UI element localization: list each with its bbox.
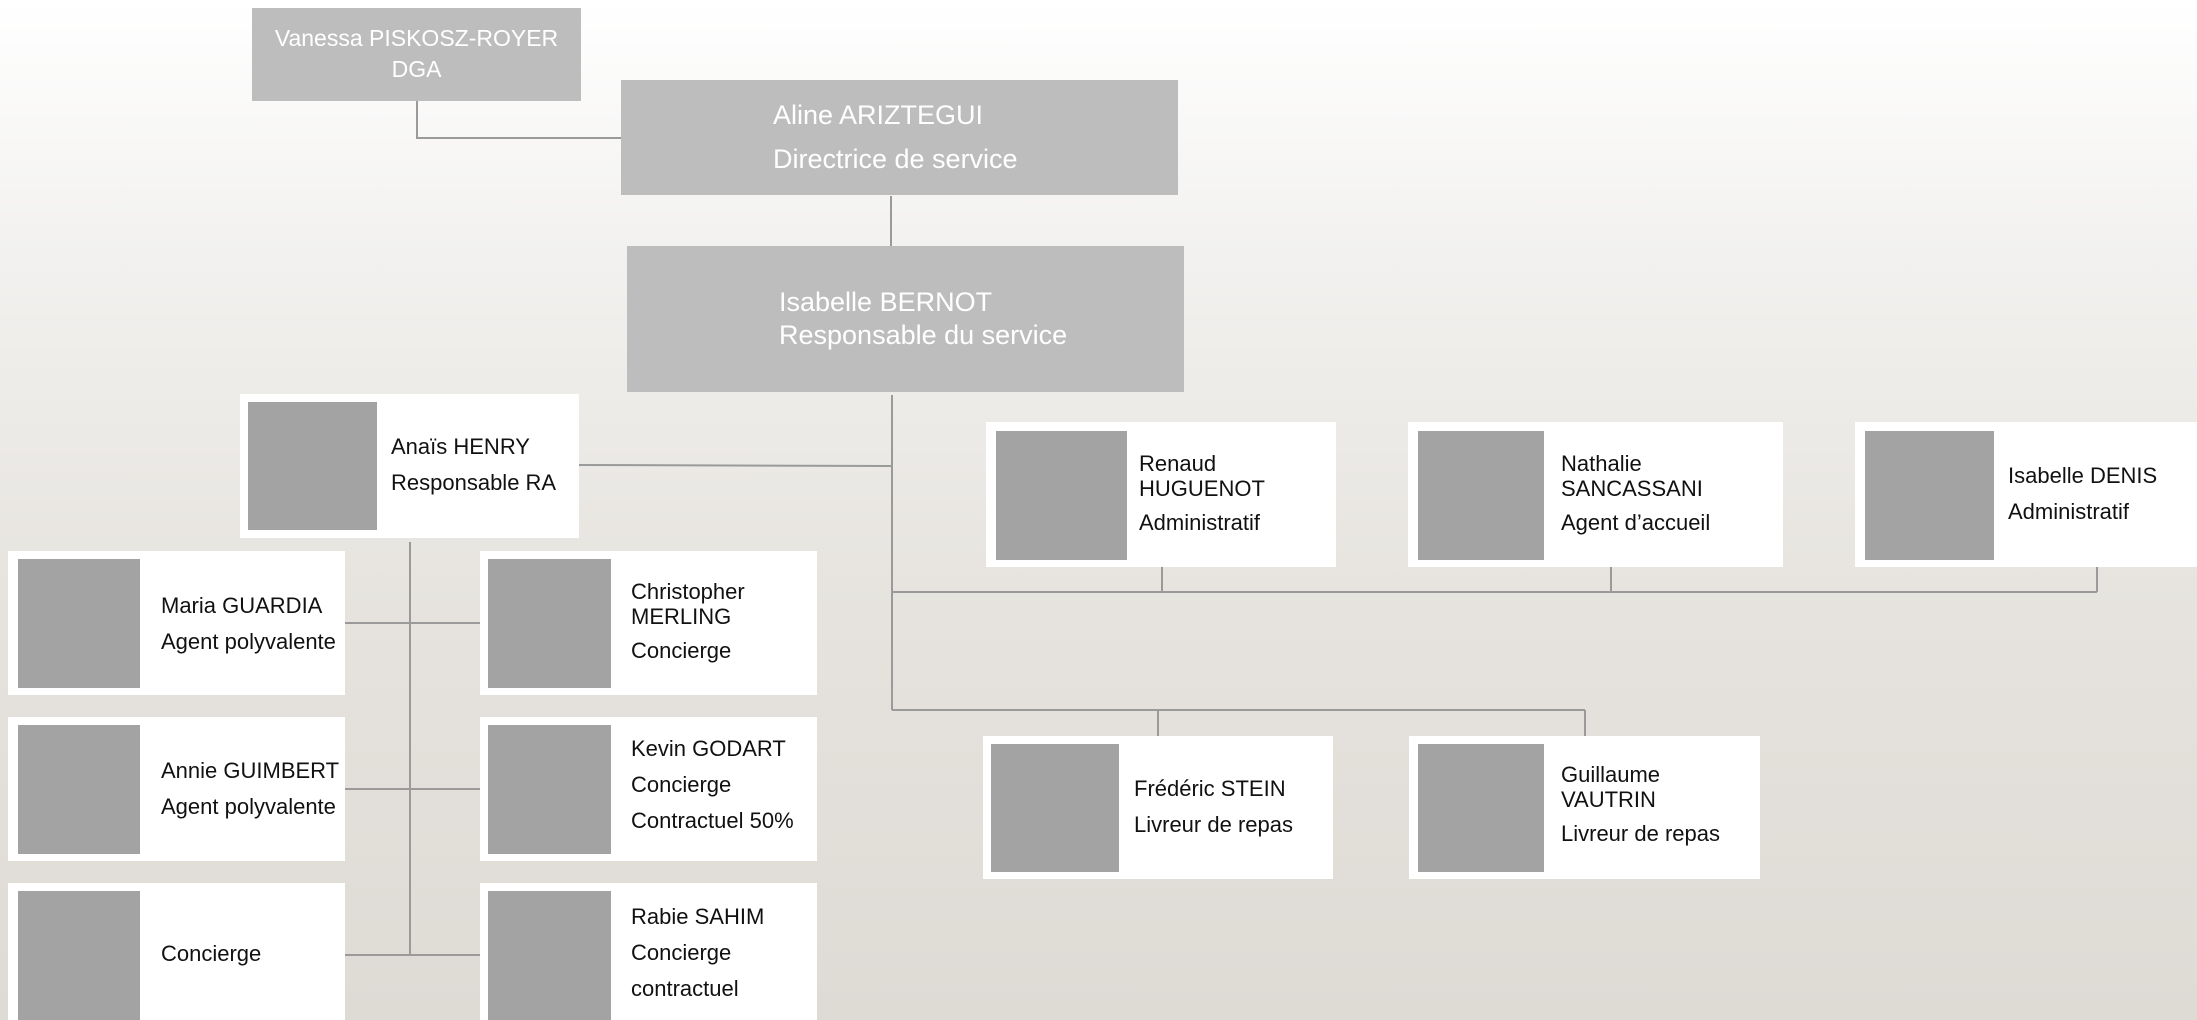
photo-placeholder bbox=[488, 891, 611, 1020]
person-card-frederic-stein: Frédéric STEIN Livreur de repas bbox=[983, 736, 1333, 879]
person-role: Concierge bbox=[631, 638, 732, 663]
person-role: Livreur de repas bbox=[1561, 821, 1720, 846]
person-name-first: Renaud bbox=[1139, 451, 1217, 476]
director-box: Aline ARIZTEGUI Directrice de service bbox=[621, 80, 1178, 195]
person-contract: Contractuel 50% bbox=[631, 808, 794, 833]
person-card-kevin-godart: Kevin GODART Concierge Contractuel 50% bbox=[480, 717, 817, 861]
photo-placeholder bbox=[248, 402, 377, 530]
person-name-first: Christopher bbox=[631, 579, 745, 604]
person-name: Annie GUIMBERT bbox=[161, 758, 340, 783]
person-card-isabelle-denis: Isabelle DENIS Administratif bbox=[1855, 422, 2197, 567]
service-head-title: Responsable du service bbox=[779, 320, 1068, 350]
person-role: Agent d’accueil bbox=[1561, 510, 1711, 535]
dga-title: DGA bbox=[391, 56, 442, 82]
person-card-rabie-sahim: Rabie SAHIM Concierge contractuel bbox=[480, 883, 817, 1020]
director-title: Directrice de service bbox=[773, 144, 1018, 174]
person-name-first: Nathalie bbox=[1561, 451, 1642, 476]
photo-placeholder bbox=[18, 891, 140, 1020]
photo-placeholder bbox=[1418, 744, 1544, 872]
photo-placeholder bbox=[1418, 431, 1544, 560]
photo-placeholder bbox=[18, 559, 140, 688]
person-role: Administratif bbox=[2008, 499, 2130, 524]
director-name: Aline ARIZTEGUI bbox=[773, 100, 984, 130]
person-card-maria-guardia: Maria GUARDIA Agent polyvalente bbox=[8, 551, 345, 695]
photo-placeholder bbox=[18, 725, 140, 854]
service-head-name: Isabelle BERNOT bbox=[779, 287, 993, 317]
person-name: Frédéric STEIN bbox=[1134, 776, 1286, 801]
photo-placeholder bbox=[991, 744, 1119, 872]
person-role: Concierge bbox=[631, 940, 732, 965]
person-role: Agent polyvalente bbox=[161, 794, 336, 819]
person-name-first: Guillaume bbox=[1561, 762, 1661, 787]
person-card-renaud-huguenot: Renaud HUGUENOT Administratif bbox=[986, 422, 1336, 567]
person-contract: contractuel bbox=[631, 976, 739, 1001]
dga-box: Vanessa PISKOSZ-ROYER DGA bbox=[252, 8, 581, 101]
dga-name: Vanessa PISKOSZ-ROYER bbox=[274, 25, 559, 51]
service-head-box: Isabelle BERNOT Responsable du service bbox=[627, 246, 1184, 392]
person-name-last: SANCASSANI bbox=[1561, 476, 1703, 501]
photo-placeholder bbox=[488, 725, 611, 854]
person-name-last: VAUTRIN bbox=[1561, 787, 1656, 812]
person-role: Agent polyvalente bbox=[161, 629, 336, 654]
person-card-concierge: Concierge bbox=[8, 883, 345, 1020]
person-card-nathalie-sancassani: Nathalie SANCASSANI Agent d’accueil bbox=[1408, 422, 1783, 567]
person-card-annie-guimbert: Annie GUIMBERT Agent polyvalente bbox=[8, 717, 345, 861]
person-card-guillaume-vautrin: Guillaume VAUTRIN Livreur de repas bbox=[1409, 736, 1760, 879]
photo-placeholder bbox=[996, 431, 1127, 560]
person-role: Administratif bbox=[1139, 510, 1261, 535]
person-role: Livreur de repas bbox=[1134, 812, 1293, 837]
person-name: Maria GUARDIA bbox=[161, 593, 323, 618]
person-role: Responsable RA bbox=[391, 470, 557, 495]
person-name: Rabie SAHIM bbox=[631, 904, 765, 929]
person-name-last: HUGUENOT bbox=[1139, 476, 1265, 501]
person-role: Concierge bbox=[631, 772, 732, 797]
person-name: Kevin GODART bbox=[631, 736, 786, 761]
photo-placeholder bbox=[1865, 431, 1994, 560]
person-card-christopher-merling: Christopher MERLING Concierge bbox=[480, 551, 817, 695]
person-name: Anaïs HENRY bbox=[391, 434, 530, 459]
photo-placeholder bbox=[488, 559, 611, 688]
person-role: Concierge bbox=[161, 941, 262, 966]
person-name-last: MERLING bbox=[631, 604, 732, 629]
person-card-ra: Anaïs HENRY Responsable RA bbox=[240, 394, 579, 538]
person-name: Isabelle DENIS bbox=[2008, 463, 2158, 488]
